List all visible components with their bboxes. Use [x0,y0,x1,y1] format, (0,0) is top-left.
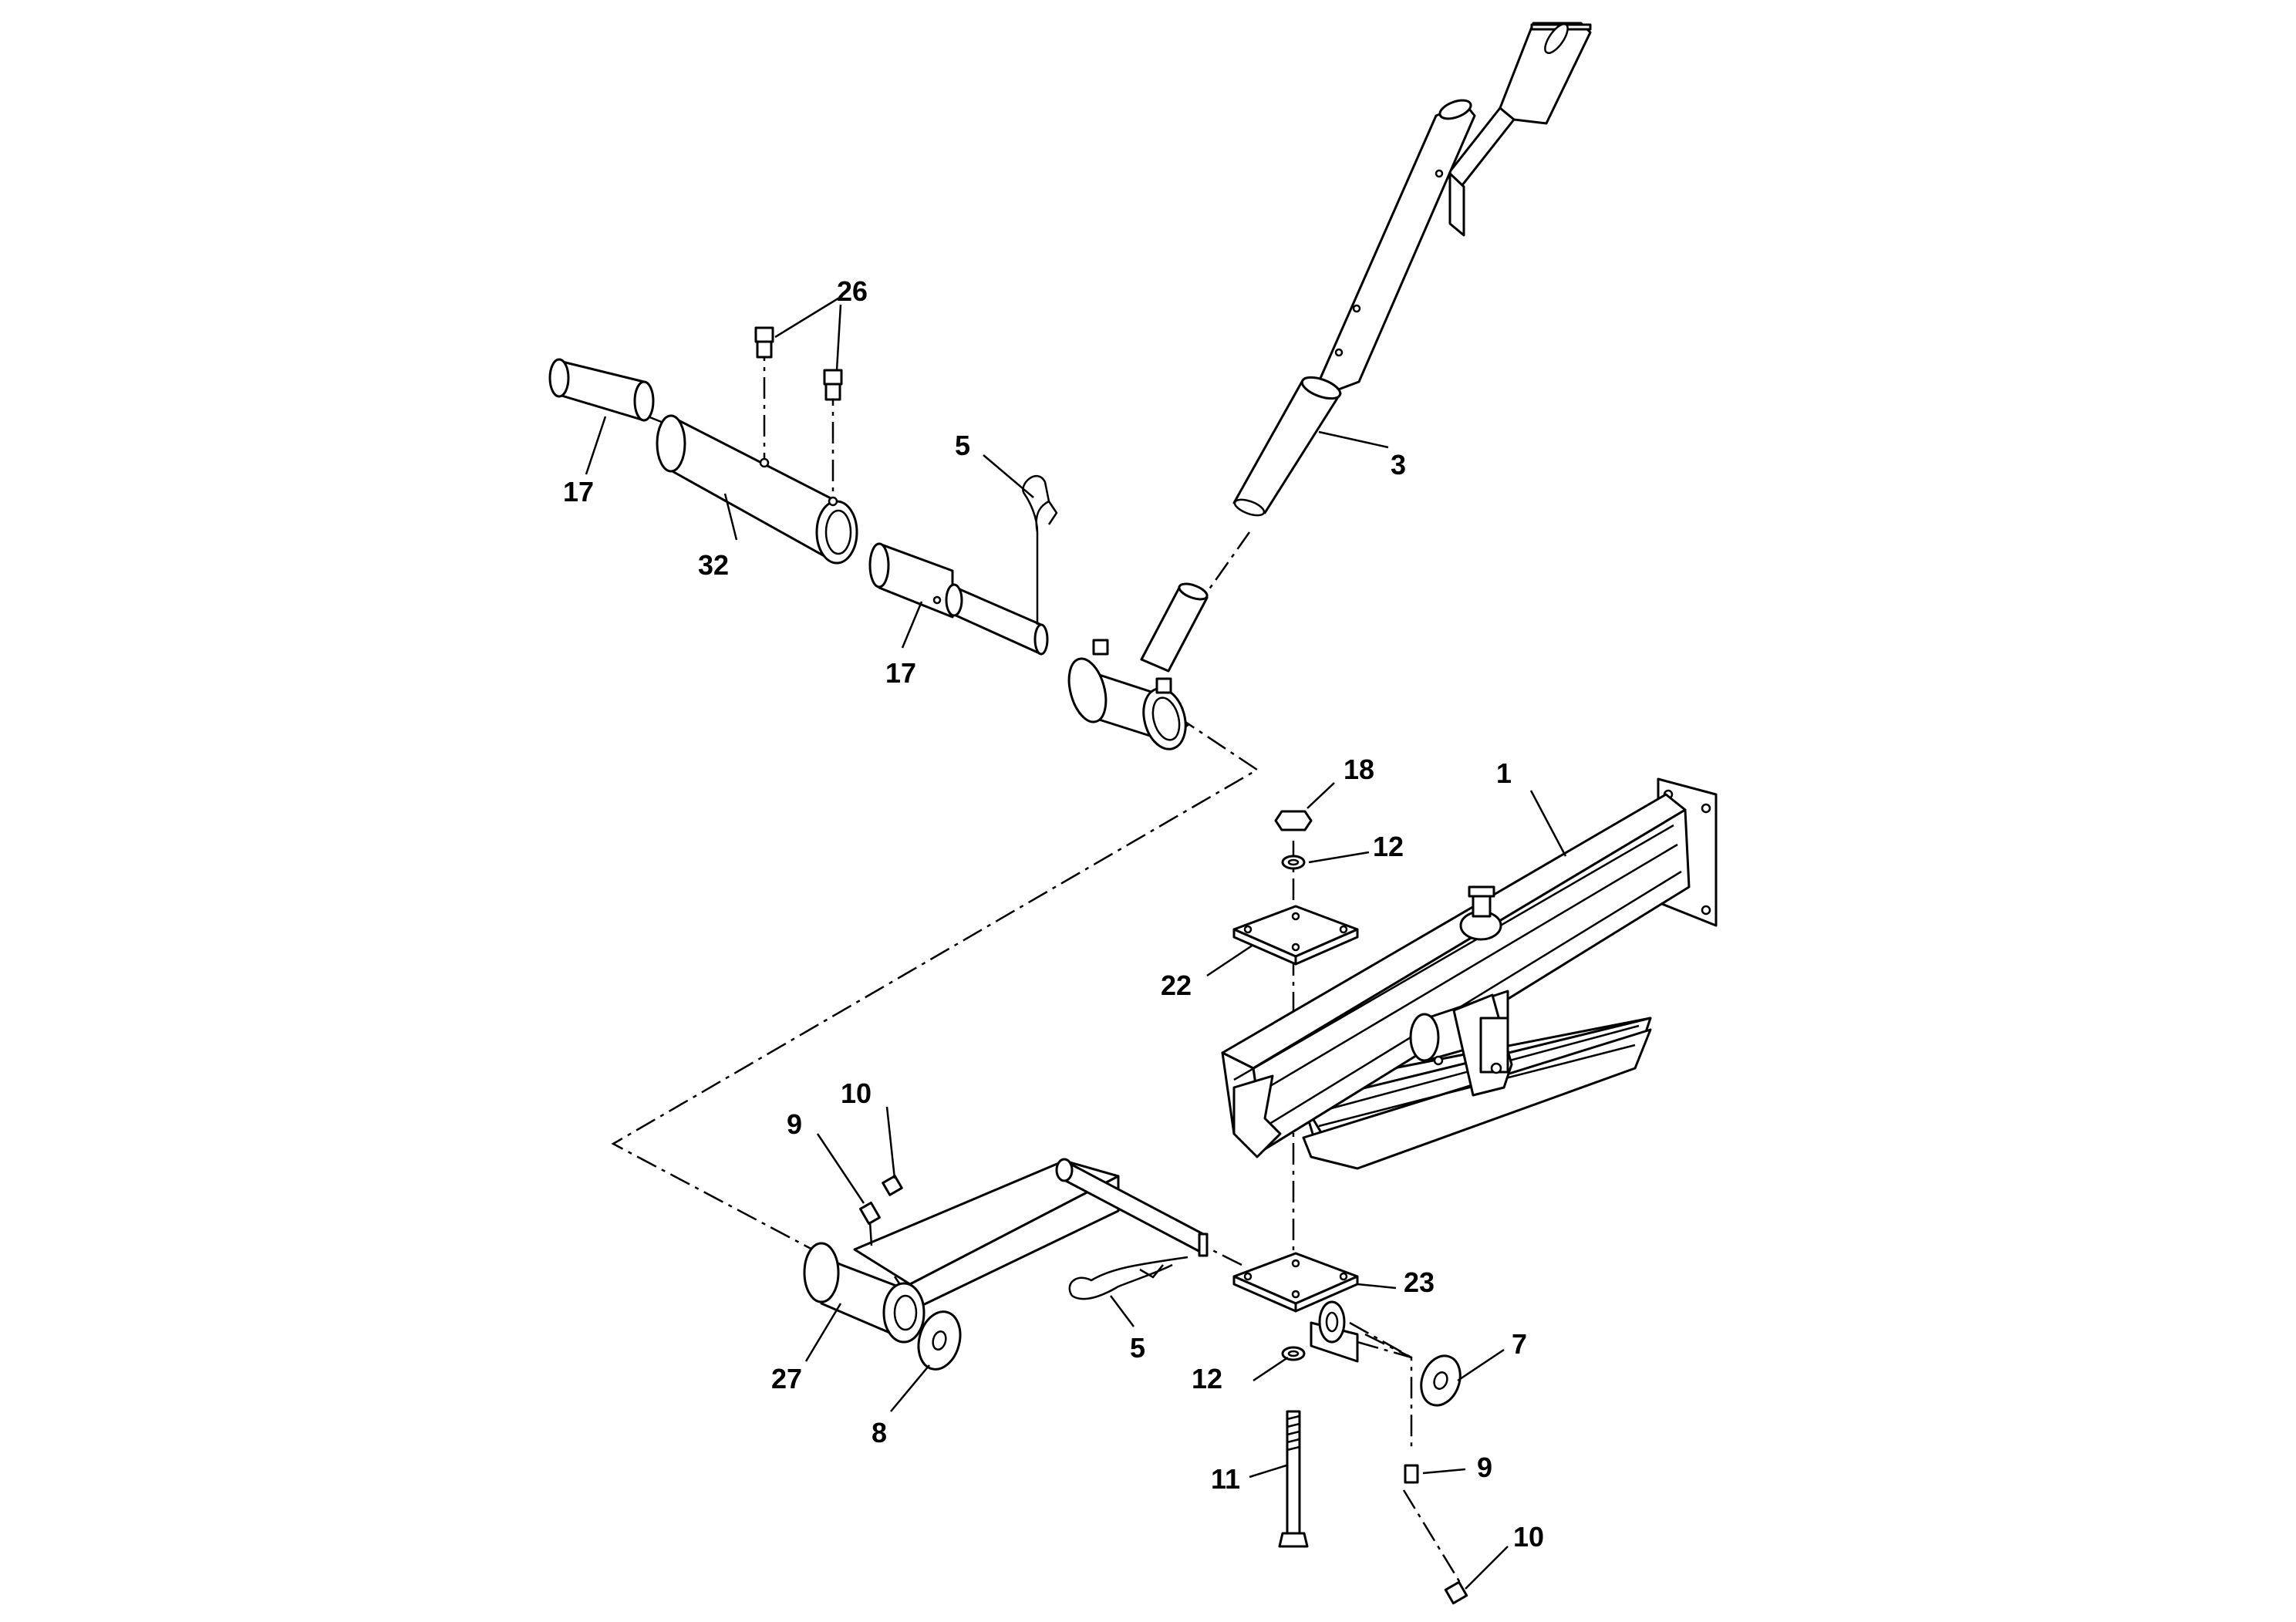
callout-7: 7 [1512,1328,1527,1360]
callout-9-right: 9 [1477,1452,1492,1483]
main-frame-beam [1221,777,1718,1170]
callout-12-top: 12 [1373,831,1404,862]
callout-32: 32 [698,549,729,581]
fasteners-11-12-18 [1274,810,1313,1548]
hair-pin-part-5-top [1022,475,1058,625]
hair-pin-part-5-bottom [1068,1256,1188,1300]
callout-17-left: 17 [563,476,594,508]
leader-lines [585,295,1567,1590]
callout-17-center: 17 [885,657,916,689]
callout-10-right: 10 [1513,1521,1544,1553]
callout-5-bottom: 5 [1130,1332,1145,1364]
callout-3: 3 [1391,449,1406,481]
callout-8: 8 [872,1417,887,1448]
pivot-tube [1067,639,1189,750]
washers-7-8 [917,1310,1462,1407]
bushing-tube-32 [656,414,858,565]
callout-27: 27 [771,1363,802,1394]
callout-26: 26 [837,275,868,307]
callout-18: 18 [1344,754,1374,785]
callout-12-bottom: 12 [1192,1363,1222,1394]
callout-11: 11 [1211,1463,1240,1495]
callout-22: 22 [1161,969,1192,1001]
callout-1: 1 [1496,757,1512,789]
lever-arm-part [1140,22,1592,673]
grease-fittings-9-10 [859,1175,1468,1605]
stepped-shaft-part-17 [868,542,1049,656]
callout-23: 23 [1404,1266,1435,1298]
callout-10-left: 10 [841,1077,872,1109]
clamp-plates-22-23 [1232,905,1359,1313]
sleeve-part-17-left [548,358,655,422]
callout-9-left: 9 [787,1108,802,1140]
set-screws-26 [754,326,843,401]
callout-5-top: 5 [955,430,970,461]
pivot-arm-part-27 [803,1158,1359,1363]
callouts: 26 3 5 17 32 17 18 1 12 22 10 9 23 5 7 2… [563,275,1544,1553]
